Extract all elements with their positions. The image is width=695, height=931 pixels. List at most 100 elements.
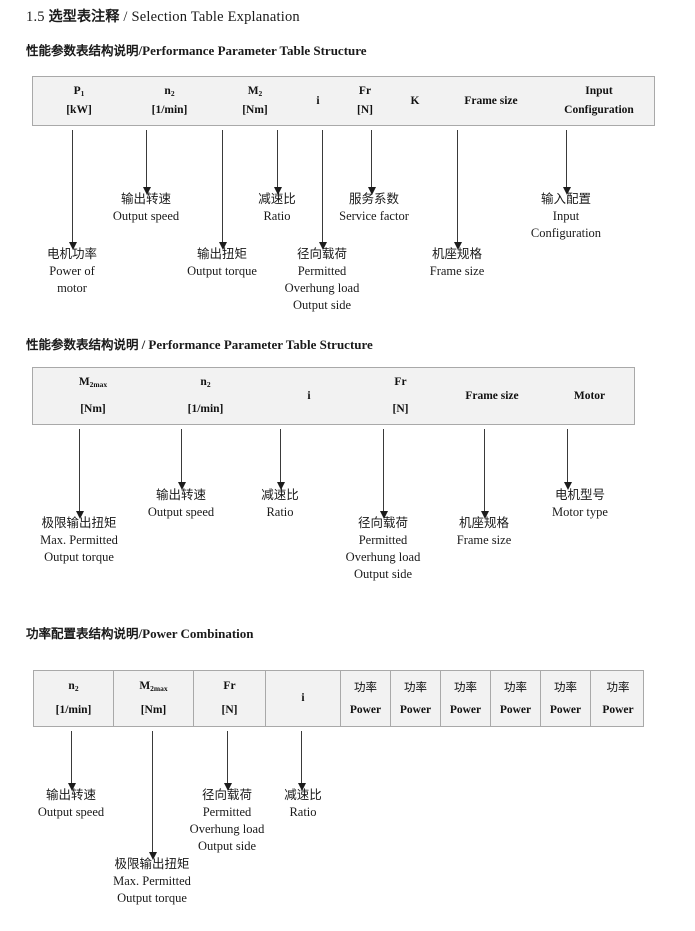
table-2-col-i: i [258,368,360,424]
page-title: 1.5 选型表注释 / Selection Table Explanation [26,6,300,26]
note-output-speed-3: 输出转速 Output speed [38,787,104,821]
note-permitted-overhung-load-en3: Output side [293,297,351,312]
section-2-heading: 性能参数表结构说明 / Performance Parameter Table … [26,334,373,353]
note-power-of-motor: 电机功率 Power of motor [47,246,97,297]
table-1-col-p1-line1: P1 [73,85,85,99]
table-3-col-power-4-line1: 功率 [504,679,527,694]
section-2-heading-english: Performance Parameter Table Structure [148,337,373,352]
note-output-torque-en1: Output torque [187,263,257,278]
note-permitted-overhung-load-2-en2: Overhung load [345,549,421,564]
table-1-col-n2-line1: n2 [164,85,175,99]
note-max-permitted-output-torque-3-en2: Output torque [117,890,187,905]
note-output-speed-3-en1: Output speed [37,804,105,819]
note-frame-size-cn: 机座规格 [431,246,482,261]
table-2-col-fr: Fr [N] [360,368,441,424]
arrow-to-output-torque [218,130,227,250]
note-ratio-2-en1: Ratio [266,504,294,519]
note-frame-size-en1: Frame size [429,263,485,278]
table-3-col-power-3-line1: 功率 [454,679,477,694]
table-3-col-power-2-line1: 功率 [404,679,427,694]
note-max-permitted-output-torque-en2: Output torque [44,549,114,564]
arrow-to-power-of-motor [68,130,77,250]
note-frame-size-2: 机座规格 Frame size [457,515,512,549]
note-ratio: 减速比 Ratio [258,191,296,225]
section-2-heading-chinese: 性能参数表结构说明 [26,337,139,352]
note-input-configuration: 输入配置 Input Configuration [531,191,601,242]
page-title-chinese: 选型表注释 [48,9,120,25]
table-1-col-input-configuration: Input Configuration [542,77,656,125]
page-title-english: Selection Table Explanation [131,9,300,25]
table-1-col-n2: n2 [1/min] [125,77,214,125]
arrow-to-ratio [273,130,282,195]
table-3-col-power-1-line2: Power [349,703,382,716]
table-2-col-fr-line1: Fr [394,376,407,389]
note-service-factor-en1: Service factor [339,208,409,223]
table-1-col-k: K [390,77,440,125]
table-1-col-fr-line2: [N] [357,104,373,116]
note-frame-size-2-cn: 机座规格 [458,515,509,530]
table-1-col-input-configuration-line1: Input [585,85,613,98]
table-3-col-fr-line1: Fr [223,680,236,693]
table-1-col-fr: Fr [N] [340,77,390,125]
note-permitted-overhung-load: 径向载荷 Permitted Overhung load Output side [285,246,360,314]
note-frame-size: 机座规格 Frame size [430,246,485,280]
table-2-col-n2-line1: n2 [200,376,211,390]
note-permitted-overhung-load-3-en1: Permitted [202,804,252,819]
table-3-col-n2-line1: n2 [68,680,79,694]
note-ratio-2: 减速比 Ratio [261,487,299,521]
section-1-heading-chinese: 性能参数表结构说明 [26,43,139,58]
section-1-heading-english: Performance Parameter Table Structure [142,43,367,58]
table-3-col-power-5-line1: 功率 [554,679,577,694]
note-output-speed-cn: 输出转速 [120,191,171,206]
table-2-col-motor: Motor [543,368,636,424]
note-max-permitted-output-torque-3-cn: 极限输出扭矩 [114,856,190,871]
page-title-number: 1.5 [26,9,45,25]
table-1-col-i: i [296,77,340,125]
note-max-permitted-output-torque-cn: 极限输出扭矩 [41,515,117,530]
table-3-col-power-3-line2: Power [449,703,482,716]
table-3-col-i: i [266,671,341,726]
note-input-configuration-en2: Configuration [530,225,602,240]
note-power-of-motor-en2: motor [57,280,87,295]
arrow-to-output-speed-2 [177,429,186,490]
table-1-col-p1-line2: [kW] [66,104,92,116]
arrow-to-ratio-3 [297,731,306,791]
table-1-col-m2-line1: M2 [247,85,263,99]
note-service-factor-cn: 服务系数 [348,191,400,206]
table-2-col-n2-line2: [1/min] [187,403,224,415]
arrow-to-output-speed-3 [67,731,76,791]
table-3-col-power-2-line2: Power [399,703,432,716]
note-permitted-overhung-load-2-cn: 径向载荷 [357,515,409,530]
note-permitted-overhung-load-3: 径向载荷 Permitted Overhung load Output side [190,787,265,855]
table-3-col-power-6: 功率 Power [591,671,645,726]
note-output-speed-2: 输出转速 Output speed [148,487,214,521]
section-3-heading-chinese: 功率配置表结构说明 [26,626,139,641]
note-permitted-overhung-load-2-en1: Permitted [358,532,408,547]
section-3-heading-separator: / [138,626,143,641]
table-2-col-m2max: M2max [Nm] [33,368,153,424]
note-ratio-cn: 减速比 [258,191,296,206]
note-motor-type: 电机型号 Motor type [552,487,608,521]
note-ratio-3-cn: 减速比 [284,787,322,802]
note-output-speed-2-en1: Output speed [147,504,215,519]
arrow-to-frame-size-2 [480,429,489,519]
note-max-permitted-output-torque-en1: Max. Permitted [40,532,118,547]
note-motor-type-cn: 电机型号 [554,487,605,502]
table-3-col-n2: n2 [1/min] [34,671,114,726]
section-3-heading: 功率配置表结构说明/Power Combination [26,623,254,642]
performance-parameter-table-2: M2max [Nm] n2 [1/min] i Fr [N] Frame siz… [32,367,635,425]
table-3-col-n2-line2: [1/min] [55,704,92,716]
table-1-col-m2: M2 [Nm] [214,77,296,125]
note-permitted-overhung-load-2: 径向载荷 Permitted Overhung load Output side [346,515,421,583]
table-3-col-power-5-line2: Power [549,703,582,716]
note-permitted-overhung-load-en1: Permitted [297,263,347,278]
note-output-speed-2-cn: 输出转速 [155,487,206,502]
table-3-col-power-6-line2: Power [602,703,634,716]
arrow-to-input-configuration [562,130,571,195]
note-output-speed-en1: Output speed [112,208,180,223]
note-permitted-overhung-load-cn: 径向载荷 [296,246,348,261]
arrow-to-max-permitted-output-torque [75,429,84,519]
arrow-to-service-factor [367,130,376,195]
power-combination-table: n2 [1/min] M2max [Nm] Fr [N] i 功率 Power … [33,670,644,727]
table-1-col-frame-size-line1: Frame size [464,94,518,107]
